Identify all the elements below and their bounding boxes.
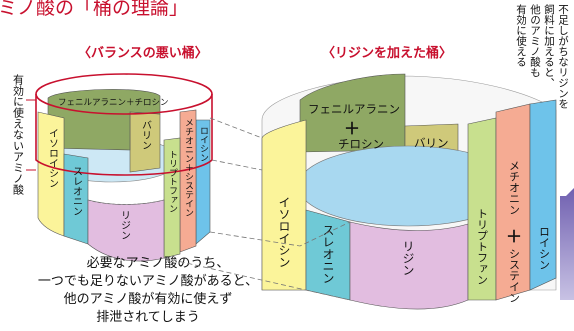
caption-line-3: 他のアミノ酸が有効に使えず (64, 291, 233, 307)
stave-phe-tyr-right (299, 73, 406, 153)
label-isoleucine-right: イソロイシン (277, 196, 291, 268)
connector-lines (163, 117, 351, 301)
caption-line-4: 排泄されてしまう (96, 310, 200, 325)
label-tyr-right: チロシン (338, 137, 384, 151)
increase-arrow-icon (560, 188, 574, 300)
label-cysteine-right: システイン (508, 248, 521, 303)
left-barrel: フェニルアラニン＋チロシン イソロイシン スレオニン バリン リジン トリプトフ… (26, 73, 213, 262)
label-threonine-right: スレオニン (321, 224, 335, 284)
label-lysine-left: リジン (119, 210, 130, 240)
label-plus2-right: ＋ (506, 227, 522, 246)
label-methionine-right: メチオニン (508, 160, 521, 215)
label-phe-right: フェニルアラニン (308, 102, 400, 116)
label-valine-left: バリン (140, 120, 152, 150)
label-lysine-right: リジン (401, 240, 415, 276)
header-title: ミノ酸の「桶の理論」 (0, 0, 188, 19)
left-caption: 必要なアミノ酸のうち、 一つでも足りないアミノ酸があると、 他のアミノ酸が有効に… (38, 256, 258, 325)
label-leucine-left: ロイシン (198, 126, 209, 162)
label-isoleucine-left: イソロイシン (47, 128, 59, 188)
label-leucine-right: ロイシン (538, 226, 551, 270)
right-barrel-title: 〈リジンを加えた桶〉 (322, 45, 452, 61)
stave-phe-tyr-left (47, 89, 161, 151)
left-barrel-title: 〈バランスの悪い桶〉 (78, 45, 208, 61)
label-met-cys-left: メチオニン＋システイン (183, 118, 194, 217)
side-note-line-1: 不足しがちなリジンを (557, 4, 569, 109)
label-threonine-left: スレオニン (71, 166, 82, 216)
label-tryptophan-right: トリプトファン (476, 208, 489, 285)
side-note-line-4: 有効に使える (515, 3, 527, 67)
left-side-note: 有効に使えないアミノ酸 (12, 73, 25, 196)
side-note-line-3: 他のアミノ酸も (529, 3, 541, 77)
caption-line-1: 必要なアミノ酸のうち、 (87, 256, 230, 271)
label-tryptophan-left: トリプトファン (167, 150, 177, 213)
caption-line-2: 一つでも足りないアミノ酸があると、 (38, 274, 258, 289)
right-side-note: 不足しがちなリジンを 飼料に加えると、 他のアミノ酸も 有効に使える (515, 3, 569, 109)
stave-leucine-right (529, 99, 557, 291)
label-valine-right: バリン (414, 136, 449, 150)
label-plus-right: ＋ (344, 119, 360, 138)
side-note-line-2: 飼料に加えると、 (543, 3, 555, 88)
label-phe-tyr-left: フェニルアラニン＋チロシン (58, 98, 169, 108)
right-barrel: フェニルアラニン ＋ チロシン バリン イソロイシン スレオニン リジン トリプ… (261, 73, 557, 310)
